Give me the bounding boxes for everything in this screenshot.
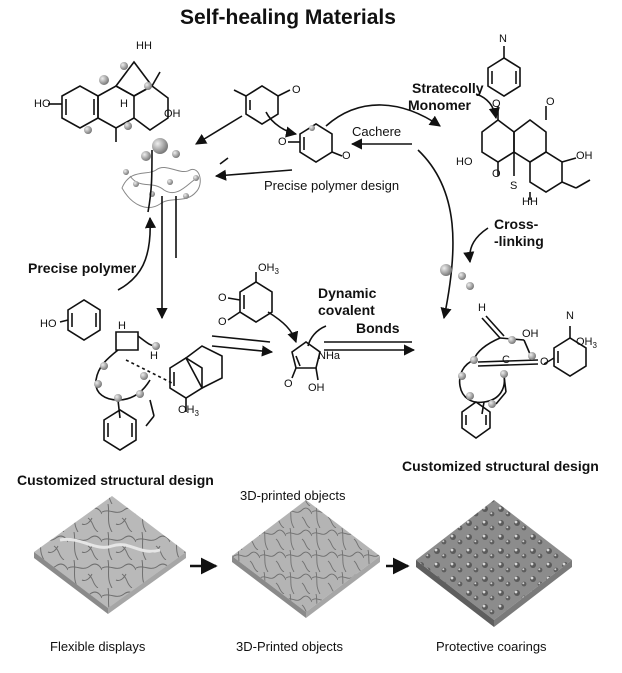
material-panel-flexible [34, 496, 186, 614]
panel-label-flexible: Flexible displays [50, 639, 146, 654]
middle-arrows [211, 311, 416, 357]
label-precise-polymer: Precise polymer [28, 260, 137, 276]
label-precise-polymer-design: Precise polymer design [264, 178, 400, 193]
label-cachere: Cachere [352, 124, 402, 139]
chem-oh3-bl: OH3 [178, 404, 199, 419]
bottom-left-beads [94, 342, 160, 402]
chem-s: S [510, 180, 518, 192]
top-right-molecule [481, 106, 591, 200]
label-bonds: Bonds [356, 320, 400, 336]
polymer-cloud-beads [123, 138, 199, 199]
label-3d-printed-top: 3D-printed objects [240, 488, 346, 503]
label-linking: -linking [494, 233, 544, 249]
chem-o-right: O [546, 96, 555, 108]
chem-h-br: H [478, 302, 486, 314]
bottom-right-molecule [458, 315, 587, 439]
label-dynamic: Dynamic [318, 285, 377, 301]
top-left-beads [84, 62, 152, 134]
chem-n-top: N [499, 33, 507, 45]
label-cross: Cross- [494, 216, 539, 232]
chem-o-mid1: O [218, 292, 227, 304]
material-panel-printed [232, 500, 380, 618]
top-left-molecule [48, 60, 169, 142]
chem-h-bl2: H [150, 350, 158, 362]
chem-o-br: O [540, 356, 549, 368]
chem-ho-phenol: HO [40, 318, 57, 330]
chem-hh-top: HH [136, 40, 152, 52]
bottom-right-beads [458, 336, 536, 408]
polymer-cloud [121, 166, 201, 208]
nitrogen-benzene [487, 46, 521, 97]
chem-h-bl: H [118, 320, 126, 332]
chem-oh-br: OH [522, 328, 539, 340]
quinone-mid [288, 123, 343, 163]
chem-c-br: C [502, 354, 510, 366]
chem-oh-pyrrole: OH [308, 382, 325, 394]
chem-ho-left: HO [34, 98, 51, 110]
label-customized-left: Customized structural design [17, 472, 214, 488]
chem-ho-right: HO [456, 156, 473, 168]
chem-h-left: H [120, 98, 128, 110]
chem-n-br: N [566, 310, 574, 322]
pyrrole-ring [291, 341, 321, 381]
panel-label-printed: 3D-Printed objects [236, 639, 343, 654]
chem-oh-left: OH [164, 108, 181, 120]
chem-os: O [492, 168, 501, 180]
chem-o-a: O [292, 84, 301, 96]
chem-nha: NHa [318, 350, 341, 362]
label-monomer: Monomer [408, 97, 471, 113]
top-arrows [147, 93, 500, 320]
panel-label-protective: Protective coarings [436, 639, 547, 654]
chem-o-mid2: O [218, 316, 227, 328]
middle-quinone [227, 272, 273, 323]
chem-oh-right: OH [576, 150, 593, 162]
cross-link-beads [440, 264, 474, 290]
label-covalent: covalent [318, 302, 375, 318]
label-customized-right: Customized structural design [402, 458, 599, 474]
diagram-title: Self-healing Materials [180, 6, 396, 29]
chem-hh-right: HH [522, 196, 538, 208]
material-panel-protective [416, 500, 572, 627]
label-stratecolly: Stratecolly [412, 80, 484, 96]
chem-o-b: O [278, 136, 287, 148]
chem-oh3-br: OH3 [576, 336, 597, 351]
chem-oh3-mid: OH3 [258, 262, 279, 277]
quinone-top [233, 85, 291, 125]
bottom-left-molecule [95, 331, 223, 451]
chem-o-c: O [342, 150, 351, 162]
left-vertical-arrows [117, 196, 177, 320]
phenol-left [59, 299, 101, 341]
chem-o-pyrrole: O [284, 378, 293, 390]
chem-o-ring: O [492, 98, 501, 110]
